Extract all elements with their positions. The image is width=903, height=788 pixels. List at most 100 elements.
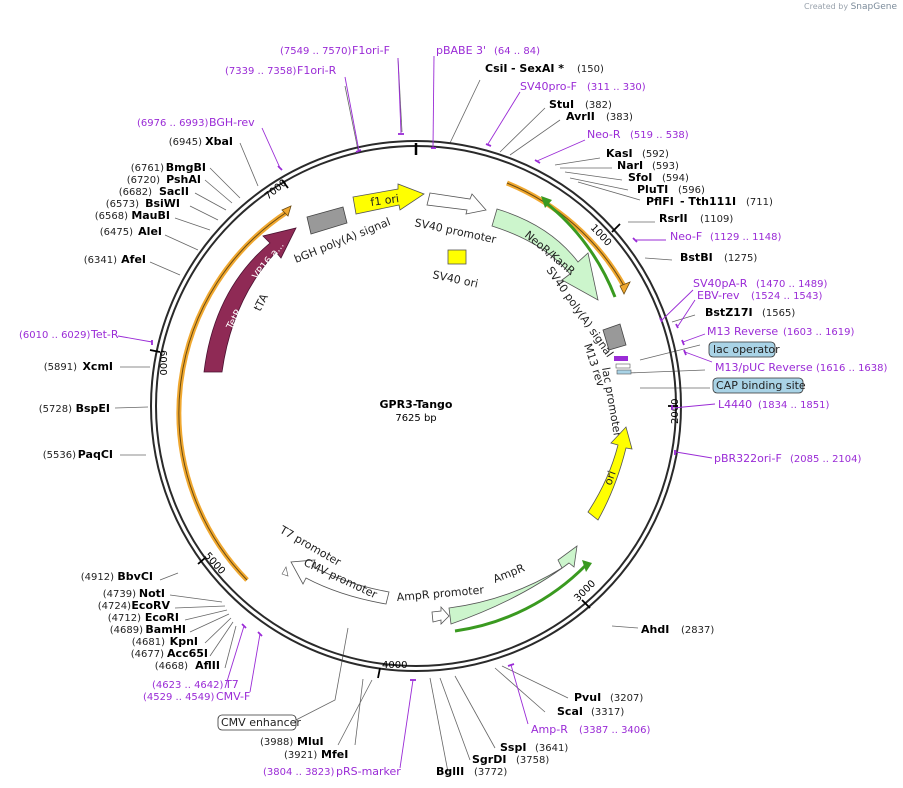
site-ecori: EcoRI	[145, 611, 179, 624]
site-avrii: AvrII	[566, 110, 595, 123]
cap-binding-site-label: CAP binding site	[716, 379, 806, 392]
site-csii-alt: - SexAI *	[511, 62, 564, 75]
primer-sv40pa-r: SV40pA-R	[693, 277, 748, 290]
site-bmgbi-pos: (6761)	[131, 163, 164, 174]
sv40-ori-label: SV40 ori	[431, 268, 479, 290]
site-sspi: SspI	[500, 741, 526, 754]
site-ahdi-pos: (2837)	[681, 625, 714, 636]
primer-pbabe3-range: (64 .. 84)	[494, 46, 540, 57]
site-bstz17i-pos: (1565)	[762, 308, 795, 319]
site-nari-pos: (593)	[652, 161, 679, 172]
site-bspei: BspEI	[76, 402, 110, 415]
site-bsiwi: BsiWI	[145, 197, 180, 210]
f1ori-feature	[352, 183, 425, 215]
site-afei-pos: (6341)	[84, 255, 117, 266]
orange-arc-tta-edge	[178, 211, 288, 581]
site-afei: AfeI	[121, 253, 146, 266]
orange-arc-neo-edge	[506, 182, 625, 287]
site-bstbi: BstBI	[680, 251, 713, 264]
site-bglii-pos: (3772)	[474, 767, 507, 778]
site-ecorv: EcoRV	[131, 599, 170, 612]
site-pshai-pos: (6720)	[127, 175, 160, 186]
green-arc-neo	[544, 200, 617, 298]
ori-label: ori	[602, 469, 619, 487]
cmv-enhancer-box	[217, 714, 297, 731]
lac-operator-feature	[616, 369, 632, 375]
site-xcmi: XcmI	[82, 360, 113, 373]
site-bglii: BglII	[436, 765, 464, 778]
primer-pbabe3: pBABE 3'	[436, 44, 486, 57]
site-kasi: KasI	[606, 147, 633, 160]
site-pshai: PshAI	[166, 173, 201, 186]
primer-neo-f-range: (1129 .. 1148)	[710, 232, 782, 243]
site-scai-pos: (3317)	[591, 707, 624, 718]
site-xbai: XbaI	[205, 135, 233, 148]
site-bmgbi: BmgBI	[166, 161, 206, 174]
site-mlui-pos: (3988)	[260, 737, 293, 748]
t7-promoter-feature	[281, 566, 289, 577]
tta-feature	[203, 227, 297, 373]
site-ahdi: AhdI	[641, 623, 669, 636]
sv40-polya-feature	[602, 323, 627, 351]
site-paqci: PaqCI	[78, 448, 113, 461]
leader-lines	[114, 57, 710, 773]
primer-bgh-rev: BGH-rev	[209, 116, 255, 129]
site-paqci-pos: (5536)	[43, 450, 76, 461]
site-kasi-pos: (592)	[642, 149, 669, 160]
ampr-feature	[448, 545, 578, 625]
primer-prs-marker-range: (3804 .. 3823)	[263, 767, 335, 778]
site-aflii-pos: (4668)	[155, 661, 188, 672]
plasmid-size: 7625 bp	[395, 413, 436, 424]
lac-operator-label: lac operator	[713, 343, 780, 356]
cmv-enhancer-label: CMV enhancer	[221, 716, 301, 729]
tick-label-6000: 6000	[157, 350, 168, 375]
backbone-outer	[150, 140, 682, 672]
site-mfei-pos: (3921)	[284, 750, 317, 761]
bgh-polya-feature	[306, 206, 348, 235]
primer-t7: T7	[224, 678, 239, 691]
primer-f1ori-r: F1ori-R	[297, 64, 337, 77]
ori-feature	[587, 426, 633, 521]
ampr-promoter-label: AmpR promoter	[396, 583, 485, 604]
primer-ebv-rev-range: (1524 .. 1543)	[751, 291, 823, 302]
primer-ebv-rev: EBV-rev	[697, 289, 740, 302]
site-mlui: MluI	[297, 735, 324, 748]
site-rsrii: RsrII	[659, 212, 688, 225]
primer-pbr322ori-f-range: (2085 .. 2104)	[790, 454, 862, 465]
primer-m13-puc-reverse: M13/pUC Reverse	[715, 361, 813, 374]
lac-promoter-label: lac promoter	[599, 366, 624, 438]
primer-m13-reverse-range: (1603 .. 1619)	[783, 327, 855, 338]
primer-sv40pa-r-range: (1470 .. 1489)	[756, 279, 828, 290]
site-kpni-pos: (4681)	[132, 637, 165, 648]
site-bamhi: BamHI	[145, 623, 186, 636]
primer-tet-r: Tet-R	[90, 328, 119, 341]
site-alei-pos: (6475)	[100, 227, 133, 238]
primer-amp-r: Amp-R	[531, 723, 568, 736]
primer-amp-r-range: (3387 .. 3406)	[579, 725, 651, 736]
ampr-label: AmpR	[491, 561, 527, 585]
site-pflfi: PflFI	[646, 195, 674, 208]
site-sfoi-pos: (594)	[662, 173, 689, 184]
site-sspi-pos: (3641)	[535, 743, 568, 754]
site-xcmi-pos: (5891)	[44, 362, 77, 373]
snapgene-logo: SnapGene	[850, 2, 897, 12]
site-bbvci-pos: (4912)	[81, 572, 114, 583]
site-sacii-pos: (6682)	[119, 187, 152, 198]
site-sgrdi-pos: (3758)	[516, 755, 549, 766]
lac-operator-box	[708, 341, 776, 358]
site-maubi-pos: (6568)	[95, 211, 128, 222]
site-sgrdi: SgrDI	[472, 753, 506, 766]
site-pluti: PluTI	[637, 183, 668, 196]
site-acc65i-pos: (4677)	[131, 649, 164, 660]
site-pluti-pos: (596)	[678, 185, 705, 196]
primer-cmv-f: CMV-F	[216, 690, 250, 703]
primer-t7-range: (4623 .. 4642)	[152, 680, 224, 691]
tick-label-3000: 3000	[572, 578, 598, 604]
site-pvui-pos: (3207)	[610, 693, 643, 704]
primer-m13-puc-reverse-range: (1616 .. 1638)	[816, 363, 888, 374]
snapgene-credit: Created by SnapGene	[804, 2, 897, 12]
site-mfei: MfeI	[321, 748, 348, 761]
tta-label: tTA	[251, 291, 271, 313]
site-bamhi-pos: (4689)	[110, 625, 143, 636]
